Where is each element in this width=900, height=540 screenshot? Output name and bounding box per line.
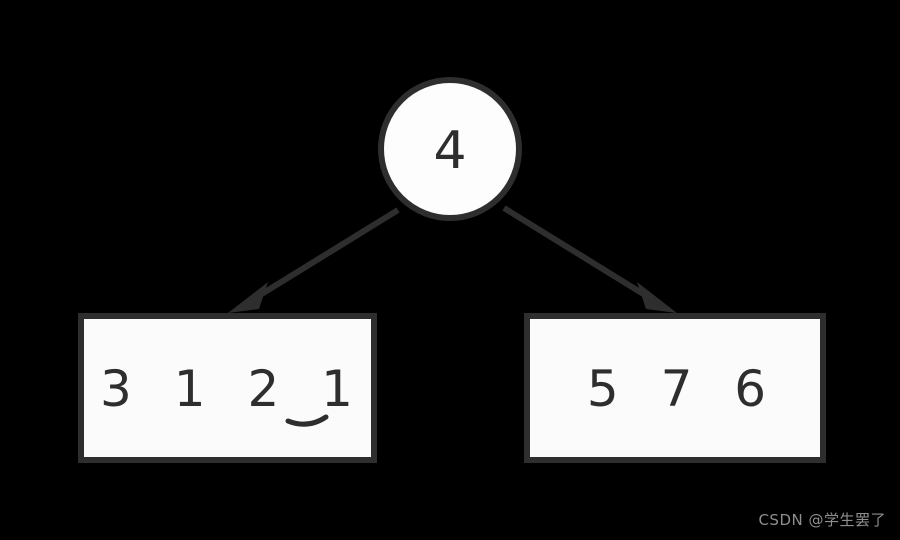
right-partition-box[interactable] (524, 313, 826, 463)
arrowhead-left-icon (228, 282, 268, 313)
left-partition-node[interactable]: 3 1 2 1 (78, 313, 377, 463)
root-circle[interactable] (378, 77, 522, 221)
left-partition-label: 3 1 2 1 (100, 360, 366, 418)
csdn-watermark: CSDN @学生罢了 (758, 511, 886, 529)
edge-right-line (502, 205, 655, 303)
arrowhead-right-icon (637, 282, 677, 313)
root-node[interactable]: 4 (378, 77, 522, 221)
right-partition-label: 5 7 6 (587, 360, 779, 418)
left-partition-box[interactable] (78, 313, 377, 463)
right-partition-node[interactable]: 5 7 6 (524, 313, 826, 463)
underline-stroke-icon (285, 414, 329, 427)
edge-root-to-right (502, 205, 677, 313)
edge-left-line (250, 207, 400, 303)
root-label: 4 (433, 121, 466, 181)
edge-root-to-left (228, 207, 400, 313)
